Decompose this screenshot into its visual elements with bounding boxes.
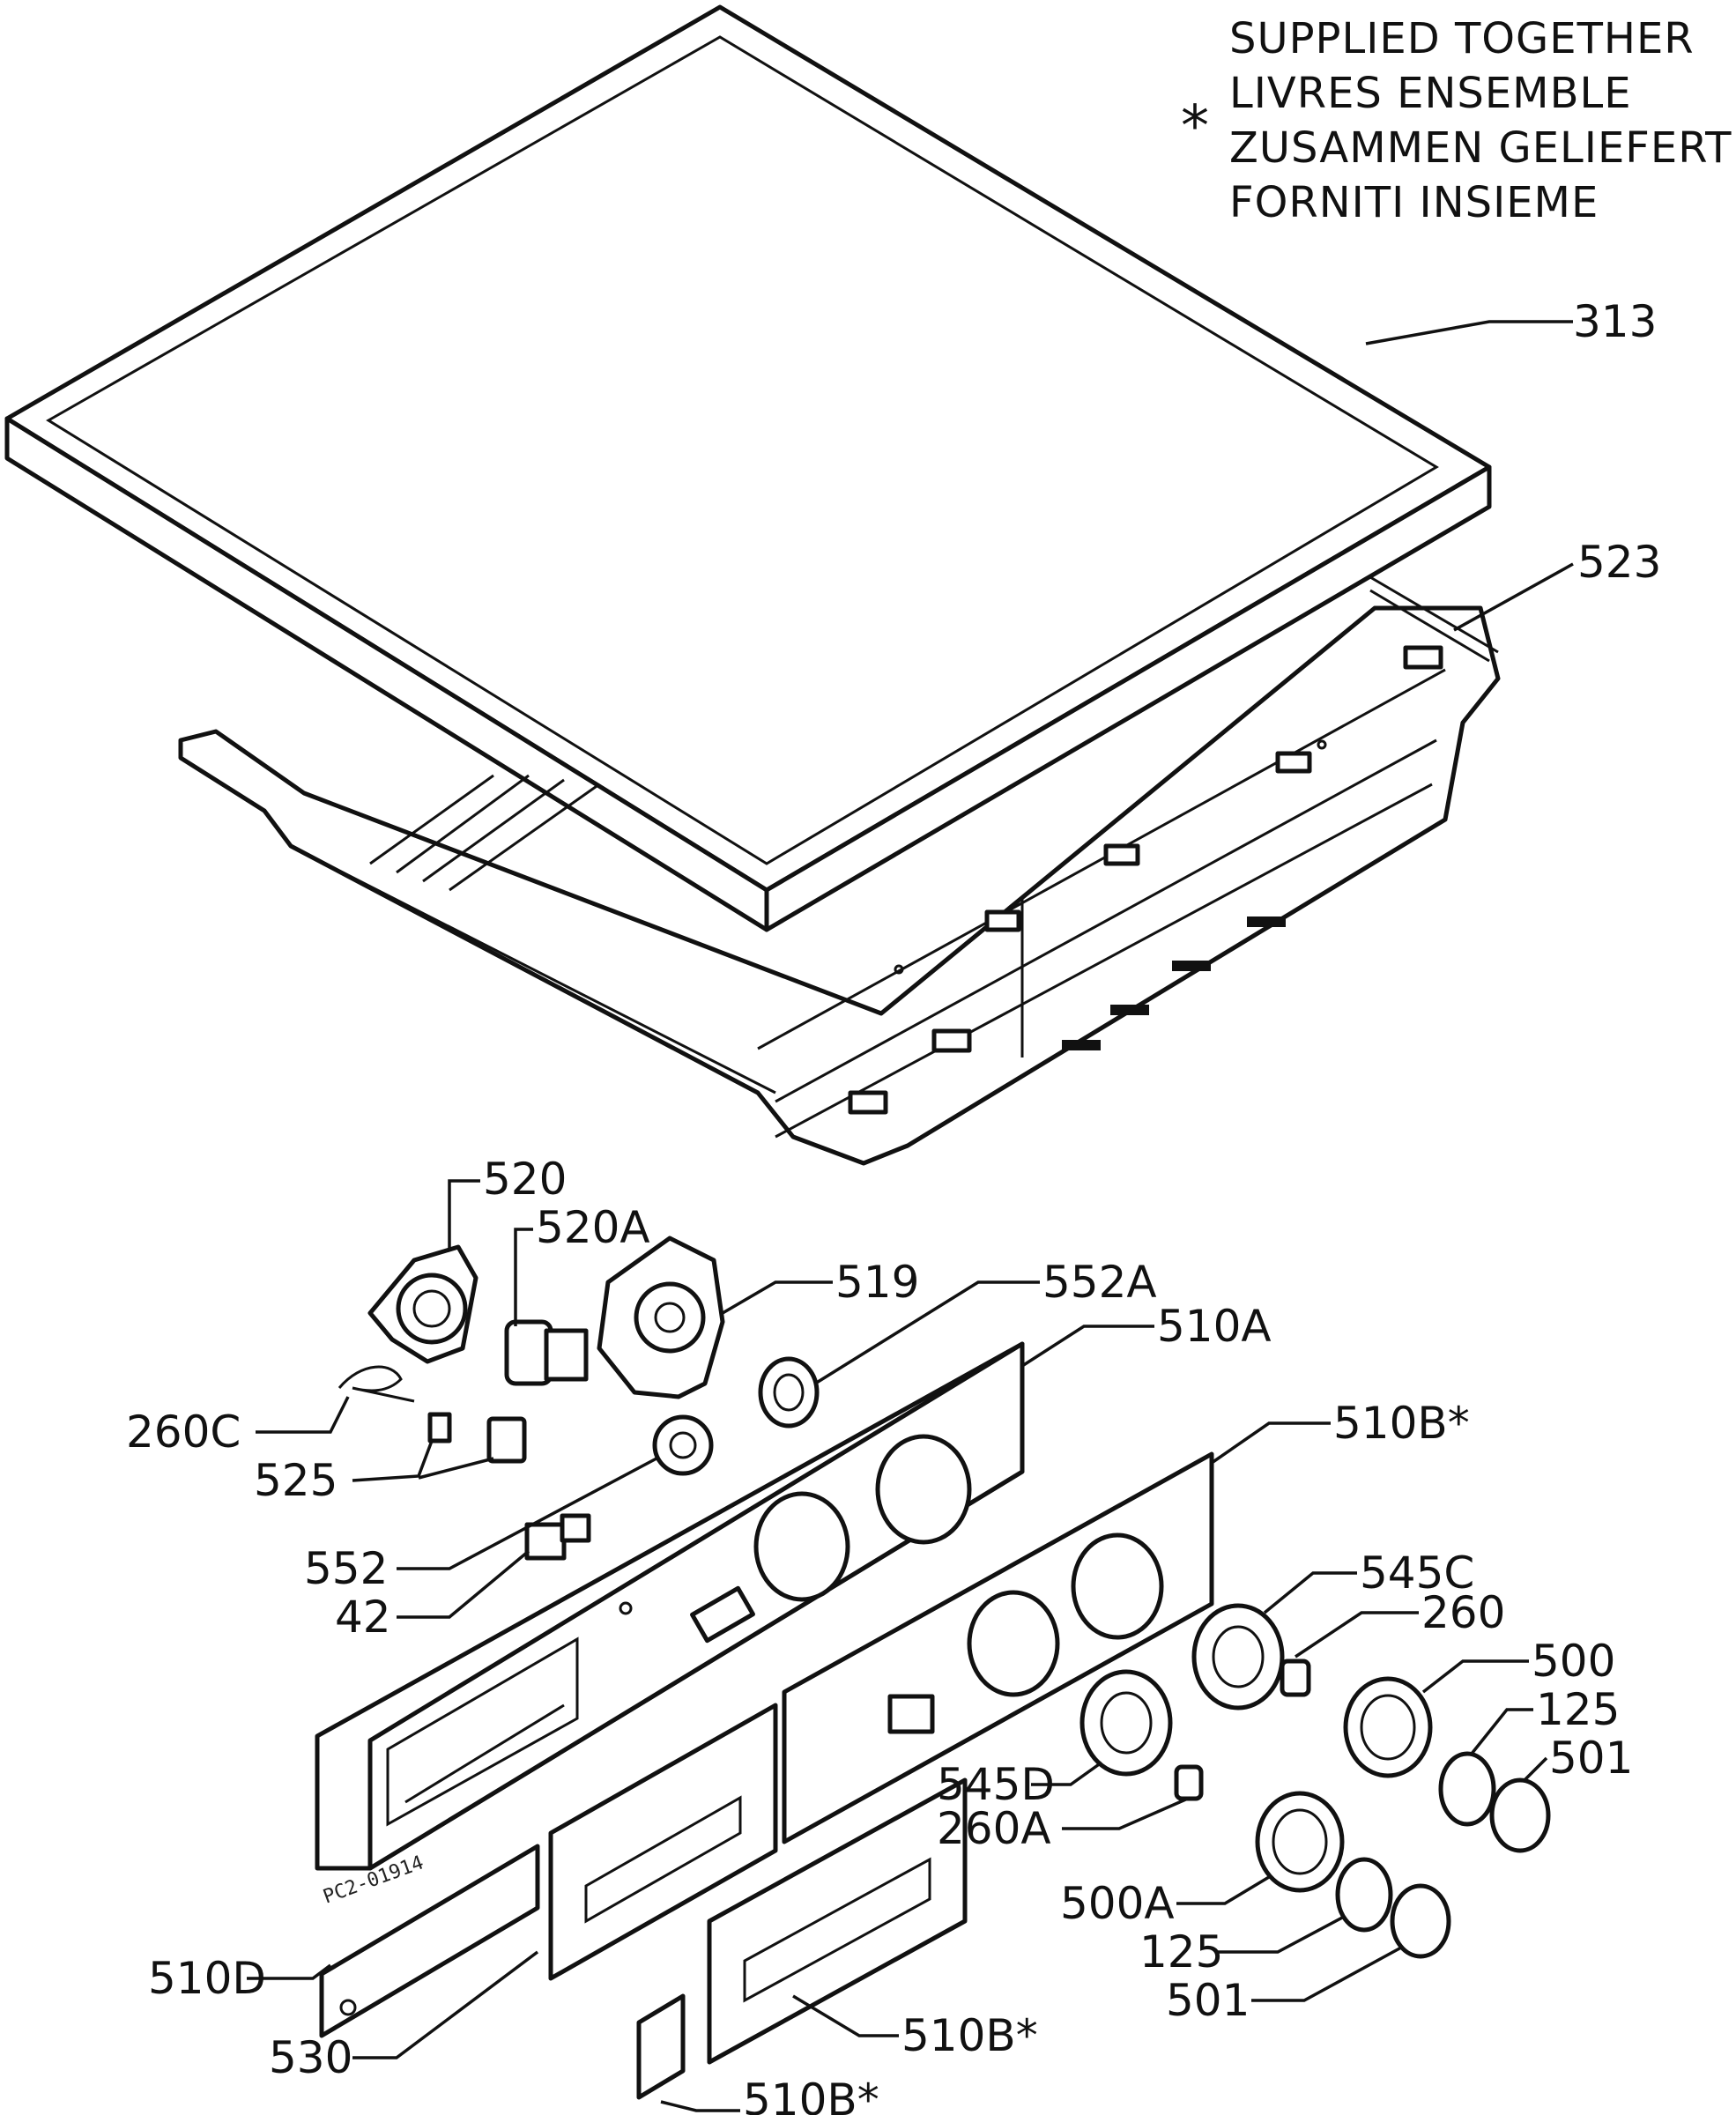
label-42: 42 [335,1592,391,1643]
part-545C-bezel [1191,1603,1285,1711]
part-125-ring-upper [1438,1751,1496,1827]
legend-line-2: LIVRES ENSEMBLE [1229,69,1632,118]
label-510A: 510A [1157,1301,1272,1352]
part-260A-spring [1174,1764,1204,1801]
label-501-lower: 501 [1166,1975,1250,2026]
part-525-lamp [427,1412,527,1464]
part-510B-small-strip [636,1993,686,2100]
label-510D: 510D [148,1953,266,2004]
part-260-spring [1280,1659,1311,1697]
part-42-clip [524,1513,591,1561]
label-525: 525 [254,1455,338,1506]
part-501-cap-lower [1390,1883,1451,1959]
legend-marker: * [1181,94,1209,160]
label-313: 313 [1573,296,1657,347]
part-500A-knob [1255,1791,1345,1893]
part-500-knob [1343,1676,1433,1778]
leader-lines [247,320,1574,2112]
part-519-housing [597,1236,725,1399]
label-125-upper: 125 [1536,1684,1620,1735]
label-500: 500 [1532,1636,1615,1687]
part-520-switch-bracket [367,1244,479,1364]
label-125-lower: 125 [1139,1926,1223,1978]
legend: * SUPPLIED TOGETHER LIVRES ENSEMBLE ZUSA… [1181,14,1732,227]
legend-line-4: FORNITI INSIEME [1229,178,1599,227]
label-260: 260 [1421,1587,1505,1638]
part-313-worktop [4,4,1492,932]
part-552-knob-base [652,1414,714,1476]
legend-line-1: SUPPLIED TOGETHER [1229,14,1695,63]
label-520: 520 [483,1154,567,1205]
legend-line-3: ZUSAMMEN GELIEFERT [1229,123,1732,173]
part-510B-insert-panel [782,1451,1214,1844]
label-520A: 520A [536,1202,650,1253]
part-523-frame [178,575,1501,1166]
part-530-window [548,1703,778,1981]
label-510B-star-bottom: 510B* [901,2010,1038,2061]
label-510B-star-top: 510B* [1333,1398,1470,1449]
label-523: 523 [1577,537,1661,588]
part-552A-ring [758,1356,820,1429]
label-530: 530 [269,2032,352,2083]
part-520A-gear [504,1319,589,1386]
part-501-cap-upper [1489,1777,1551,1853]
part-510D-strip [319,1844,540,2038]
part-510B-lower-frame [707,1777,968,2065]
label-519: 519 [835,1257,919,1308]
label-260C: 260C [126,1406,241,1458]
label-510B-star-strip: 510B* [743,2074,879,2115]
label-500A: 500A [1060,1878,1175,1929]
part-labels: 313 523 520 520A 519 552A 510A 260C 510B… [126,296,1661,2115]
part-510A-fascia: PC2-01914 [315,1341,1025,1909]
label-260A: 260A [937,1803,1051,1854]
label-501-upper: 501 [1549,1733,1633,1784]
label-552A: 552A [1042,1257,1157,1308]
part-260C-spring [338,1365,415,1403]
part-545D-bezel [1079,1669,1173,1777]
part-125-ring-lower [1335,1857,1393,1933]
label-545D: 545D [937,1759,1055,1810]
label-552: 552 [304,1543,388,1594]
label-545C: 545C [1360,1547,1474,1599]
